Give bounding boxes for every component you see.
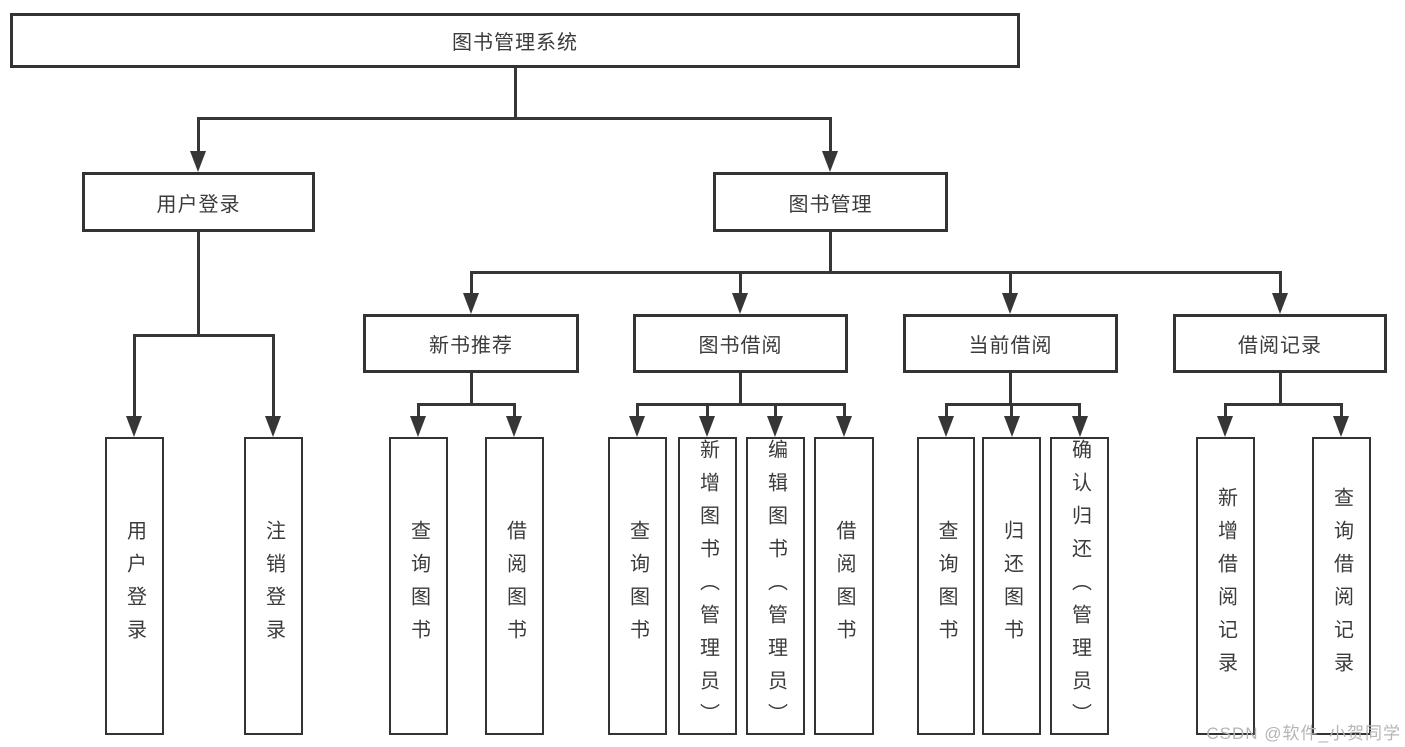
arrow-cb-leaf-3 — [1072, 416, 1088, 437]
arrow-into-leaf-login — [126, 416, 142, 437]
leaf-bb-edit-books-admin: 编辑图书（管理员） — [746, 437, 805, 736]
connector-bookmgmt-drop-3 — [1009, 271, 1012, 299]
node-borrow-records-label: 借阅记录 — [1238, 335, 1322, 357]
leaf-bb-borrow-books: 借阅图书 — [814, 437, 874, 735]
node-book-management-branch: 图书管理 — [713, 172, 948, 232]
connector-bb-bar — [636, 403, 846, 406]
connector-root-stem — [514, 68, 517, 119]
leaf-cb-query-books: 查询图书 — [917, 437, 975, 735]
connector-userlogin-stem — [197, 232, 200, 337]
leaf-cb-confirm-return-admin: 确认归还（管理员） — [1050, 437, 1109, 736]
arrow-nbr-leaf-2 — [506, 416, 522, 437]
connector-br-bar — [1224, 403, 1343, 406]
node-new-book-recommend-label: 新书推荐 — [429, 335, 513, 357]
node-book-borrow: 图书借阅 — [633, 314, 848, 373]
leaf-cb-query-books-label: 查询图书 — [935, 520, 957, 652]
connector-userlogin-bar — [133, 334, 275, 337]
node-current-borrow-label: 当前借阅 — [968, 335, 1053, 357]
leaf-nbr-borrow-books-label: 借阅图书 — [503, 520, 526, 652]
connector-cb-drop-3 — [1078, 403, 1081, 423]
leaf-nbr-query-books: 查询图书 — [389, 437, 448, 735]
arrow-nbr-leaf-1 — [410, 416, 426, 437]
arrow-bb-leaf-2 — [699, 416, 715, 437]
arrow-br-leaf-2 — [1333, 416, 1349, 437]
leaf-br-add-record: 新增借阅记录 — [1196, 437, 1255, 735]
arrow-into-borrow-records — [1272, 293, 1288, 314]
connector-bb-drop-3 — [774, 403, 777, 423]
leaf-logout: 注销登录 — [244, 437, 303, 735]
arrow-bb-leaf-3 — [767, 416, 783, 437]
connector-nbr-stem — [470, 373, 473, 406]
csdn-watermark: CSDN @软件_小贺同学 — [1206, 724, 1401, 743]
leaf-nbr-query-books-label: 查询图书 — [407, 520, 430, 652]
arrow-into-leaf-logout — [265, 416, 281, 437]
node-borrow-records: 借阅记录 — [1173, 314, 1387, 373]
leaf-logout-label: 注销登录 — [262, 520, 285, 652]
arrow-cb-leaf-2 — [1004, 416, 1020, 437]
connector-br-drop-1 — [1224, 403, 1227, 423]
arrow-into-new-book-recommend — [463, 293, 479, 314]
leaf-br-query-record: 查询借阅记录 — [1312, 437, 1371, 735]
connector-bookmgmt-stem — [829, 232, 832, 274]
leaf-cb-confirm-return-admin-label: 确认归还（管理员） — [1068, 439, 1091, 736]
leaf-br-add-record-label: 新增借阅记录 — [1214, 487, 1237, 685]
connector-nbr-bar — [417, 403, 516, 406]
node-new-book-recommend: 新书推荐 — [363, 314, 579, 373]
node-book-borrow-label: 图书借阅 — [698, 335, 783, 357]
node-book-management-label: 图书管理 — [788, 193, 873, 216]
connector-bookmgmt-drop-1 — [470, 271, 473, 299]
arrow-br-leaf-1 — [1217, 416, 1233, 437]
arrow-into-book-management — [822, 151, 838, 172]
connector-bb-drop-2 — [706, 403, 709, 423]
connector-userlogin-drop-1 — [133, 334, 136, 421]
connector-nbr-drop-2 — [513, 403, 516, 423]
leaf-bb-add-books-admin-label: 新增图书（管理员） — [696, 439, 719, 736]
connector-root-right-drop — [829, 117, 832, 157]
connector-br-drop-2 — [1340, 403, 1343, 423]
connector-nbr-drop-1 — [417, 403, 420, 423]
leaf-bb-borrow-books-label: 借阅图书 — [833, 520, 855, 652]
connector-bookmgmt-drop-4 — [1279, 271, 1282, 299]
node-user-login-branch: 用户登录 — [82, 172, 315, 232]
leaf-cb-return-books-label: 归还图书 — [1000, 520, 1023, 652]
connector-cb-drop-1 — [945, 403, 948, 423]
node-current-borrow: 当前借阅 — [903, 314, 1118, 373]
leaf-br-query-record-label: 查询借阅记录 — [1330, 487, 1353, 685]
leaf-bb-add-books-admin: 新增图书（管理员） — [678, 437, 737, 736]
leaf-cb-return-books: 归还图书 — [982, 437, 1041, 735]
connector-root-bar — [197, 117, 831, 120]
connector-bookmgmt-bar — [470, 271, 1282, 274]
connector-cb-stem — [1009, 373, 1012, 406]
leaf-nbr-borrow-books: 借阅图书 — [485, 437, 544, 735]
connector-bb-drop-4 — [843, 403, 846, 423]
connector-bookmgmt-drop-2 — [739, 271, 742, 299]
arrow-cb-leaf-1 — [938, 416, 954, 437]
connector-userlogin-drop-2 — [272, 334, 275, 421]
arrow-into-current-borrow — [1002, 293, 1018, 314]
arrow-into-book-borrow — [732, 293, 748, 314]
arrow-bb-leaf-4 — [836, 416, 852, 437]
leaf-bb-edit-books-admin-label: 编辑图书（管理员） — [764, 439, 787, 736]
connector-br-stem — [1279, 373, 1282, 406]
connector-cb-drop-2 — [1010, 403, 1013, 423]
leaf-bb-query-books-label: 查询图书 — [626, 520, 649, 652]
node-root-label: 图书管理系统 — [452, 32, 578, 54]
leaf-user-login-label: 用户登录 — [123, 520, 146, 652]
leaf-bb-query-books: 查询图书 — [608, 437, 667, 735]
connector-bb-stem — [739, 373, 742, 406]
arrow-into-user-login — [190, 151, 206, 172]
node-user-login-label: 用户登录 — [156, 193, 241, 216]
connector-bb-drop-1 — [636, 403, 639, 423]
leaf-user-login: 用户登录 — [105, 437, 164, 735]
connector-cb-bar — [945, 403, 1081, 406]
node-root: 图书管理系统 — [10, 13, 1020, 68]
connector-root-left-drop — [197, 117, 200, 157]
arrow-bb-leaf-1 — [629, 416, 645, 437]
